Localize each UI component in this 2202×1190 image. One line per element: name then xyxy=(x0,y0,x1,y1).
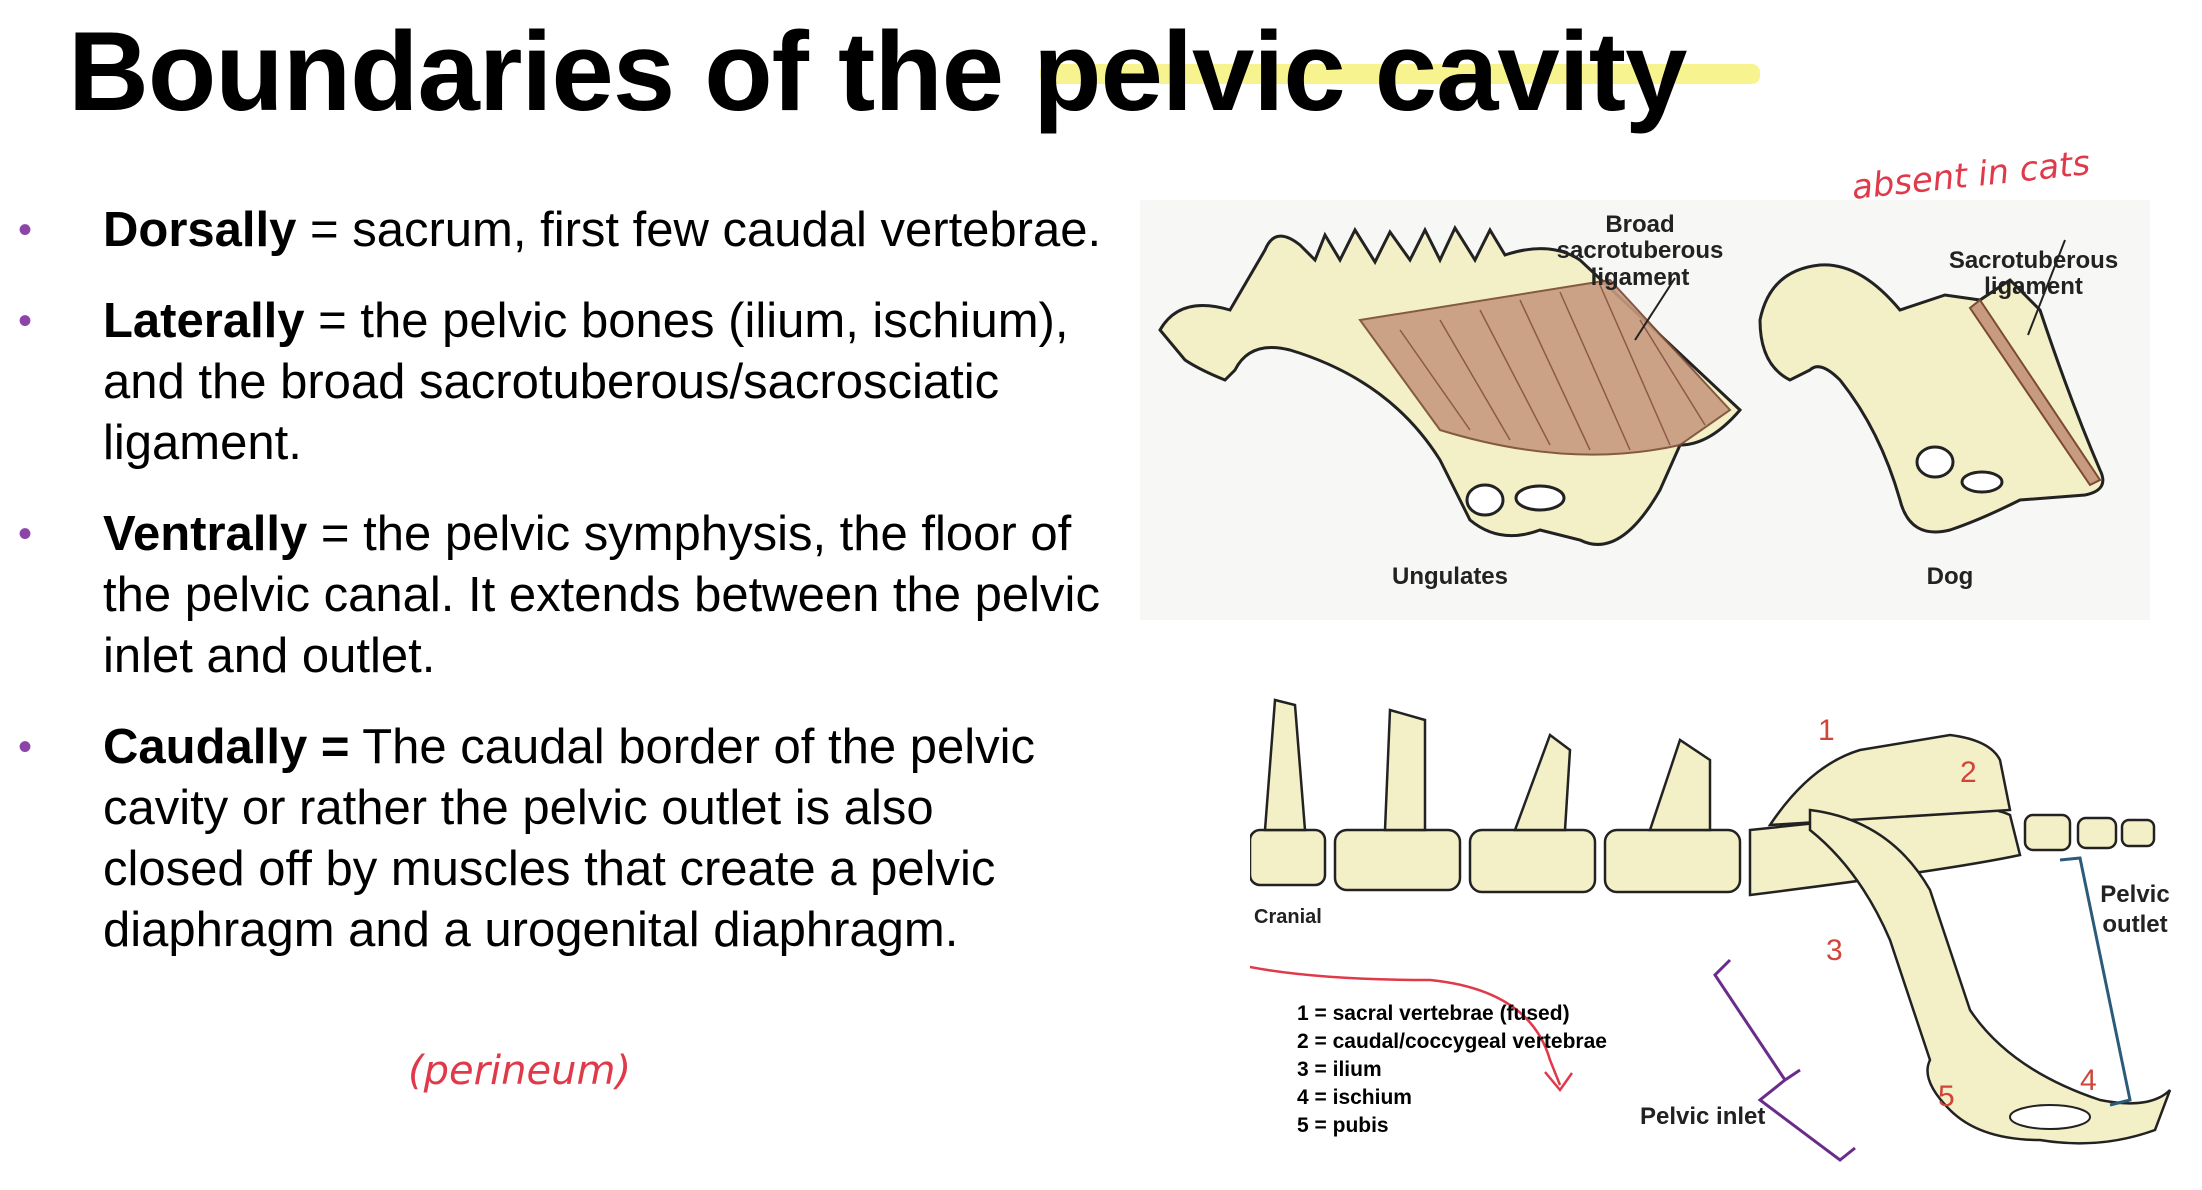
legend-item: 5 = pubis xyxy=(1297,1114,1389,1137)
label-number: 3 xyxy=(1826,934,1843,967)
bullet-separator xyxy=(349,720,362,774)
label-number: 4 xyxy=(2080,1064,2097,1097)
pelvis-bone-drawing xyxy=(1808,808,2172,1145)
figure-legend: 1 = sacral vertebrae (fused) 2 = caudal/… xyxy=(1297,1000,1607,1140)
bullet-dot: • xyxy=(18,299,33,343)
label-number: 2 xyxy=(1960,756,1977,789)
label-pelvic-outlet: Pelvic outlet xyxy=(2084,880,2186,940)
bullet-separator: = xyxy=(296,203,353,257)
sacrotuberous-ligament-drawing xyxy=(1968,298,2102,487)
pelvic-outlet-bracket xyxy=(2059,856,2132,1107)
bullet-text: sacrum, first few caudal vertebrae. xyxy=(352,203,1102,257)
bullet-term: Ventrally xyxy=(103,507,308,561)
pelvic-cavity-lateral-figure xyxy=(1250,698,2172,1162)
ink-arrow xyxy=(1250,965,1562,1086)
handwritten-perineum: (perineum) xyxy=(408,1048,632,1094)
page-title: Boundaries of the pelvic cavity xyxy=(68,9,1687,134)
label-number: 1 xyxy=(1818,714,1835,747)
bullet-separator: = xyxy=(307,507,364,561)
bullet-text: the pelvic bones (ilium, ischium), and t… xyxy=(103,294,1069,470)
label-ungulates: Ungulates xyxy=(1391,563,1508,590)
bullet-ventrally: • Ventrally = the pelvic symphysis, the … xyxy=(0,504,1120,687)
vertebrae-drawing xyxy=(1250,698,2156,897)
legend-item: 2 = caudal/coccygeal vertebrae xyxy=(1297,1030,1607,1053)
label-dog: Dog xyxy=(1926,563,1974,590)
label-number: 5 xyxy=(1938,1080,1955,1113)
bullet-dorsally: • Dorsally = sacrum, first few caudal ve… xyxy=(0,200,1120,261)
bullet-list: • Dorsally = sacrum, first few caudal ve… xyxy=(0,200,1120,991)
label-broad-sacrotuberous-ligament: Broad sacrotuberous ligament xyxy=(1556,211,1724,291)
pelvic-inlet-bracket xyxy=(1713,958,1856,1162)
bullet-caudally: • Caudally = The caudal border of the pe… xyxy=(0,717,1120,961)
title-highlight xyxy=(1040,64,1760,84)
bullet-text: the pelvic symphysis, the floor of the p… xyxy=(103,507,1100,683)
bullet-dot: • xyxy=(18,512,33,556)
label-sacrotuberous-ligament: Sacrotuberous ligament xyxy=(1940,247,2127,301)
legend-item: 3 = ilium xyxy=(1297,1058,1382,1081)
broad-ligament-drawing xyxy=(1358,278,1732,456)
bullet-term: Laterally xyxy=(103,294,305,348)
legend-item: 1 = sacral vertebrae (fused) xyxy=(1297,1002,1570,1025)
bullet-laterally: • Laterally = the pelvic bones (ilium, i… xyxy=(0,291,1120,474)
bullet-term: Dorsally xyxy=(103,203,297,257)
legend-item: 4 = ischium xyxy=(1297,1086,1412,1109)
bullet-term: Caudally = xyxy=(103,720,350,774)
handwritten-absent-in-cats: absent in cats xyxy=(1849,143,2092,208)
bullet-dot: • xyxy=(18,208,33,252)
bullet-dot: • xyxy=(18,725,33,769)
bullet-text: The caudal border of the pelvic cavity o… xyxy=(103,720,1035,957)
bullet-separator: = xyxy=(304,294,361,348)
label-pelvic-inlet: Pelvic inlet xyxy=(1633,1103,1772,1130)
label-cranial: Cranial xyxy=(1254,906,1322,928)
dog-pelvis-drawing xyxy=(1758,263,2105,534)
